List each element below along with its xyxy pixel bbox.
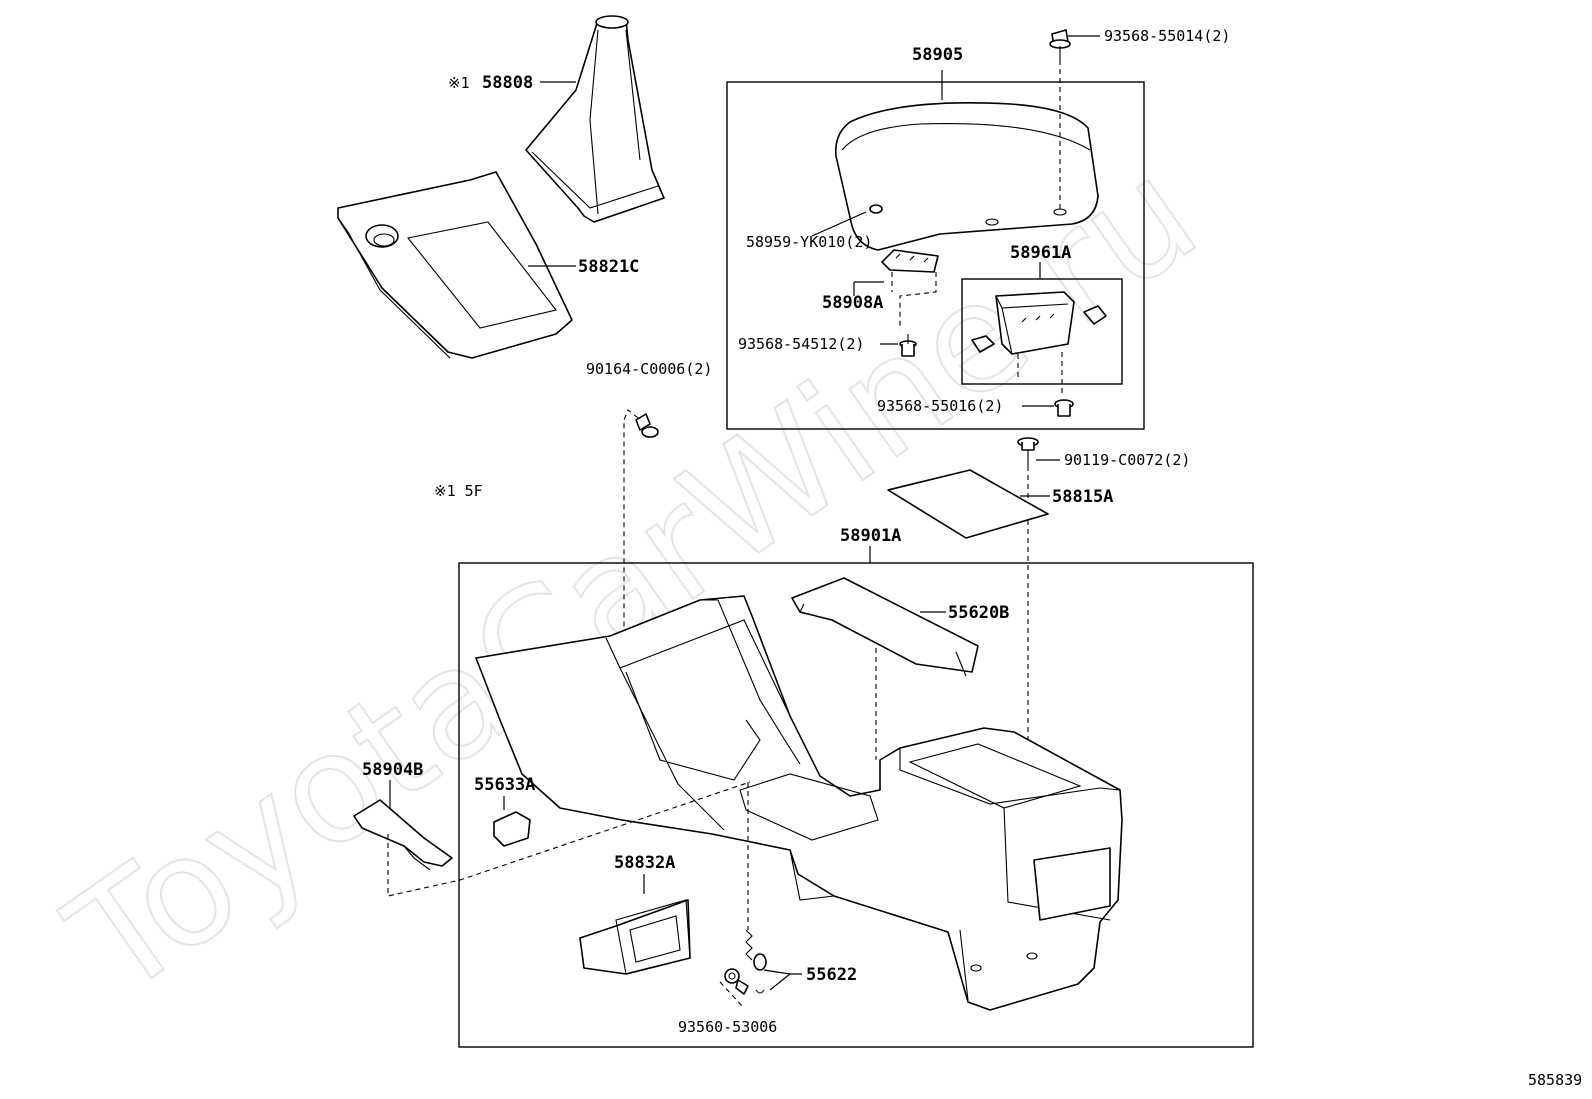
insert-58832A [579, 899, 691, 975]
screw-93568-54512 [899, 334, 917, 357]
note-marker-a: ※1 [448, 74, 470, 92]
screw-93560-53006 [724, 968, 749, 995]
screw-90164-C0006 [635, 413, 659, 438]
console-box-frame [458, 562, 1254, 1048]
mat-58815A [887, 469, 1049, 539]
screw-93568-55016 [1054, 399, 1074, 417]
label-93568-55014: 93568-55014(2) [1104, 27, 1230, 45]
armrest-lid [834, 102, 1099, 251]
label-90119-C0072: 90119-C0072(2) [1064, 451, 1190, 469]
note-5F: ※1 5F [434, 482, 483, 500]
cushion-58959 [869, 204, 883, 214]
label-58808: 58808 [482, 73, 533, 93]
bolt-93568-55014 [1049, 29, 1071, 60]
label-58832A: 58832A [614, 853, 675, 873]
label-93560-53006: 93560-53006 [678, 1018, 777, 1036]
diagram-id: 585839 [1528, 1071, 1582, 1089]
label-58904B: 58904B [362, 760, 423, 780]
shift-lever-boot [525, 15, 665, 223]
bolt-90119-C0072 [1017, 437, 1039, 466]
label-55622: 55622 [806, 965, 857, 985]
label-58821C: 58821C [578, 257, 639, 277]
label-55633A: 55633A [474, 775, 535, 795]
cover-58904B [353, 799, 453, 871]
label-58961A: 58961A [1010, 243, 1071, 263]
hinge-plate-58908A [881, 249, 939, 273]
label-58901A: 58901A [840, 526, 901, 546]
shift-lever-panel [337, 171, 573, 359]
hinge-subassembly-frame [961, 278, 1123, 385]
hinge-assembly-58961A [971, 291, 1107, 355]
label-58959-YK010: 58959-YK010(2) [746, 233, 872, 251]
label-58815A: 58815A [1052, 487, 1113, 507]
label-58908A: 58908A [822, 293, 883, 313]
label-58905: 58905 [912, 45, 963, 65]
armrest-assembly-frame [726, 81, 1145, 430]
clip-55633A [493, 811, 531, 847]
label-90164-C0006: 90164-C0006(2) [586, 360, 712, 378]
console-box-body [475, 595, 1123, 1011]
label-93568-55016: 93568-55016(2) [877, 397, 1003, 415]
console-lid-55620B [791, 577, 979, 677]
label-55620B: 55620B [948, 603, 1009, 623]
label-93568-54512: 93568-54512(2) [738, 335, 864, 353]
spring-55622 [745, 929, 767, 994]
